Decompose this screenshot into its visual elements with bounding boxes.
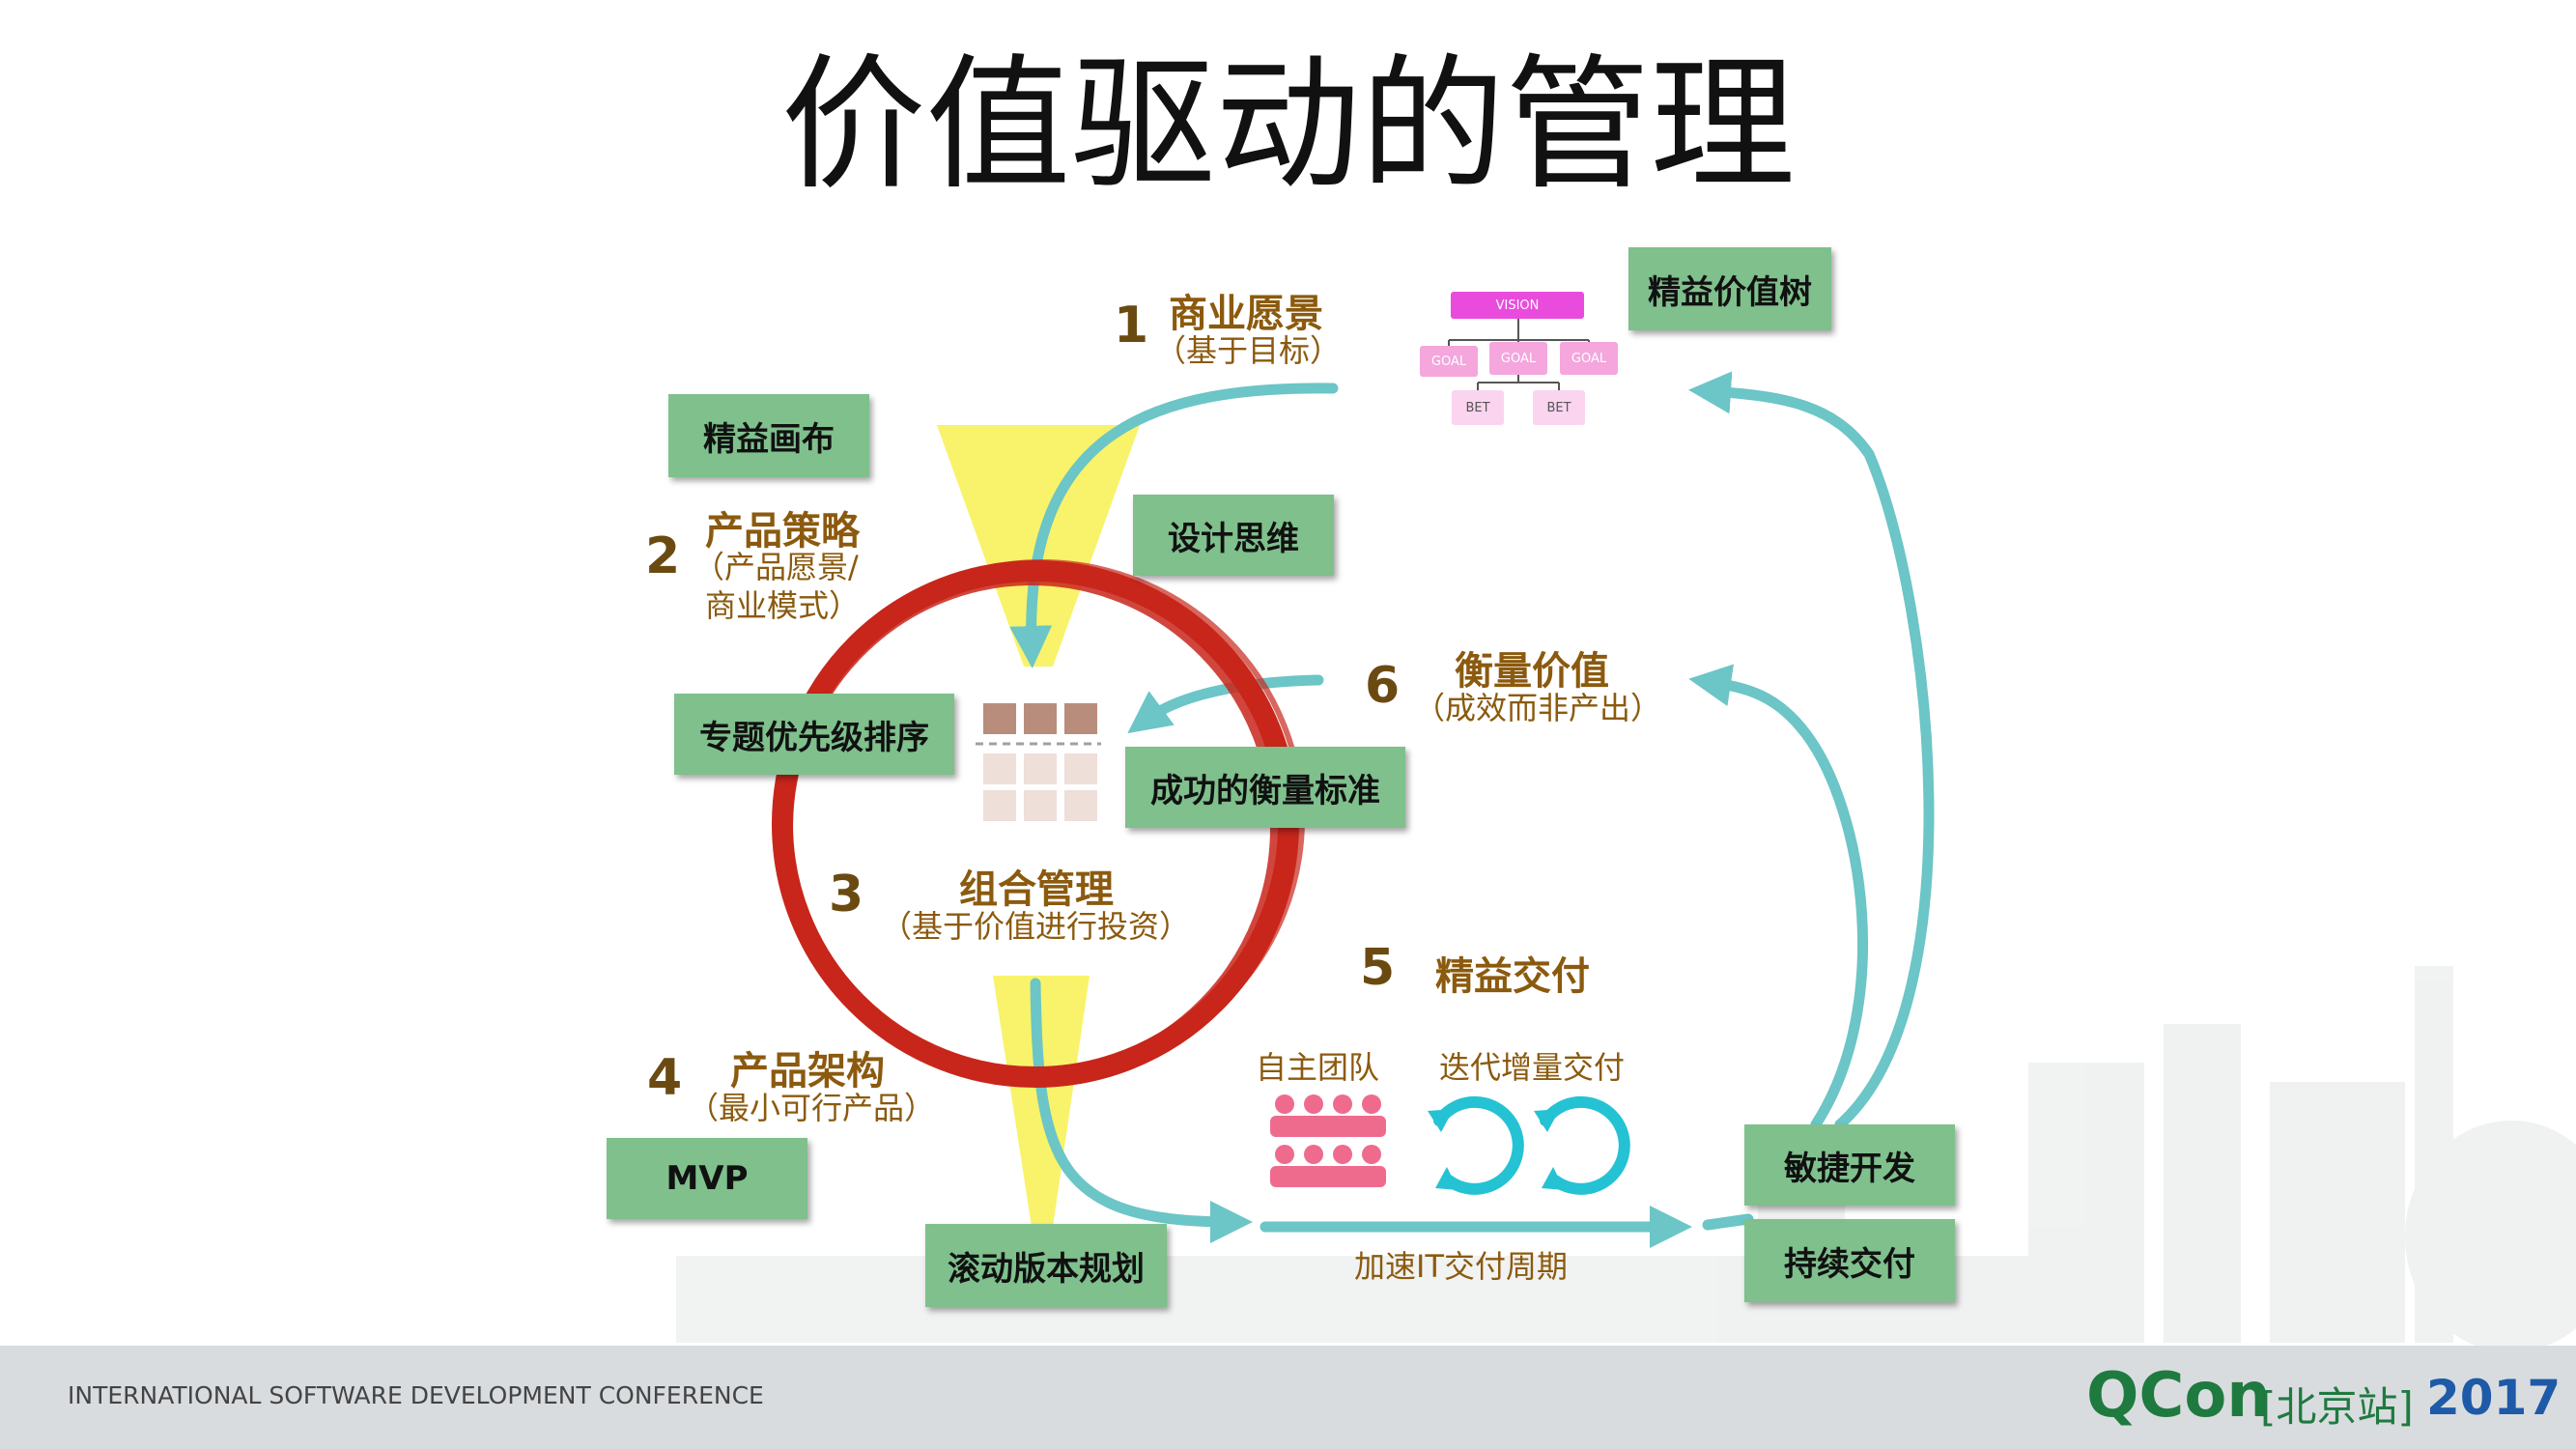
conference-name: INTERNATIONAL SOFTWARE DEVELOPMENT CONFE… [68, 1381, 764, 1409]
step-1-title: 商业愿景 [1169, 292, 1323, 336]
step-6-number: 6 [1365, 657, 1401, 715]
step-2-number: 2 [645, 527, 681, 585]
step-4-number: 4 [647, 1049, 683, 1107]
step-5-title: 精益交付 [1435, 954, 1590, 999]
arrow-to-devops [1702, 1213, 1754, 1231]
step-3-subtitle: （基于价值进行投资） [881, 908, 1191, 945]
team-icon [1270, 1094, 1386, 1187]
footer-bar [0, 1346, 2576, 1449]
accelerate-cycle-label: 加速IT交付周期 [1354, 1248, 1568, 1285]
rolling-plan-box: 滚动版本规划 [925, 1224, 1167, 1307]
step-2-subtitle-line2: 商业模式） [705, 587, 861, 624]
mvp-box: MVP [607, 1138, 807, 1219]
qcon-city: [北京站] [2260, 1383, 2414, 1431]
value-tree-goal: GOAL [1420, 346, 1478, 377]
autonomous-team-label: 自主团队 [1256, 1049, 1380, 1086]
lean-value-tree-box: 精益价值树 [1628, 247, 1831, 330]
epic-priority-box: 专题优先级排序 [674, 694, 954, 775]
step-1-number: 1 [1114, 297, 1149, 355]
step-4-subtitle: （最小可行产品） [688, 1090, 936, 1126]
step-6-subtitle: （成效而非产出） [1414, 690, 1662, 726]
arrow-measure-to-portfolio [1127, 674, 1324, 734]
qcon-year: 2017 [2426, 1370, 2562, 1426]
success-metric-box: 成功的衡量标准 [1125, 747, 1405, 828]
value-tree-goal: GOAL [1560, 342, 1618, 375]
arrow-portfolio-to-release [1030, 978, 1253, 1243]
portfolio-grid-icon [976, 703, 1101, 821]
lean-canvas-box: 精益画布 [668, 394, 869, 477]
arrow-agile-to-measure [1688, 664, 1868, 1130]
slide-title: 价值驱动的管理 [780, 42, 1796, 210]
step-5-number: 5 [1360, 939, 1396, 997]
step-1-subtitle: （基于目标） [1155, 332, 1342, 369]
step-6-title: 衡量价值 [1455, 649, 1609, 694]
value-tree-bet: BET [1452, 390, 1504, 425]
step-2-subtitle-line1: （产品愿景/ [694, 549, 859, 585]
step-2-title: 产品策略 [705, 509, 860, 554]
focus-circle [772, 559, 1305, 1088]
value-tree-vision: VISION [1451, 292, 1584, 319]
step-4-title: 产品架构 [730, 1049, 885, 1094]
step-3-title: 组合管理 [959, 867, 1114, 912]
step-3-number: 3 [829, 866, 864, 923]
agile-dev-box: 敏捷开发 [1744, 1124, 1955, 1206]
design-thinking-box: 设计思维 [1133, 495, 1334, 576]
value-tree-bet: BET [1533, 390, 1585, 425]
qcon-logo: QCon [2086, 1360, 2271, 1432]
value-tree-goal: GOAL [1489, 342, 1547, 375]
arrow-agile-to-tree [1688, 371, 1935, 1130]
iteration-cycle-icon [1433, 1095, 1630, 1195]
continuous-delivery-box: 持续交付 [1744, 1219, 1955, 1302]
value-tree-lines [1448, 319, 1590, 390]
iterative-delivery-label: 迭代增量交付 [1439, 1049, 1626, 1086]
